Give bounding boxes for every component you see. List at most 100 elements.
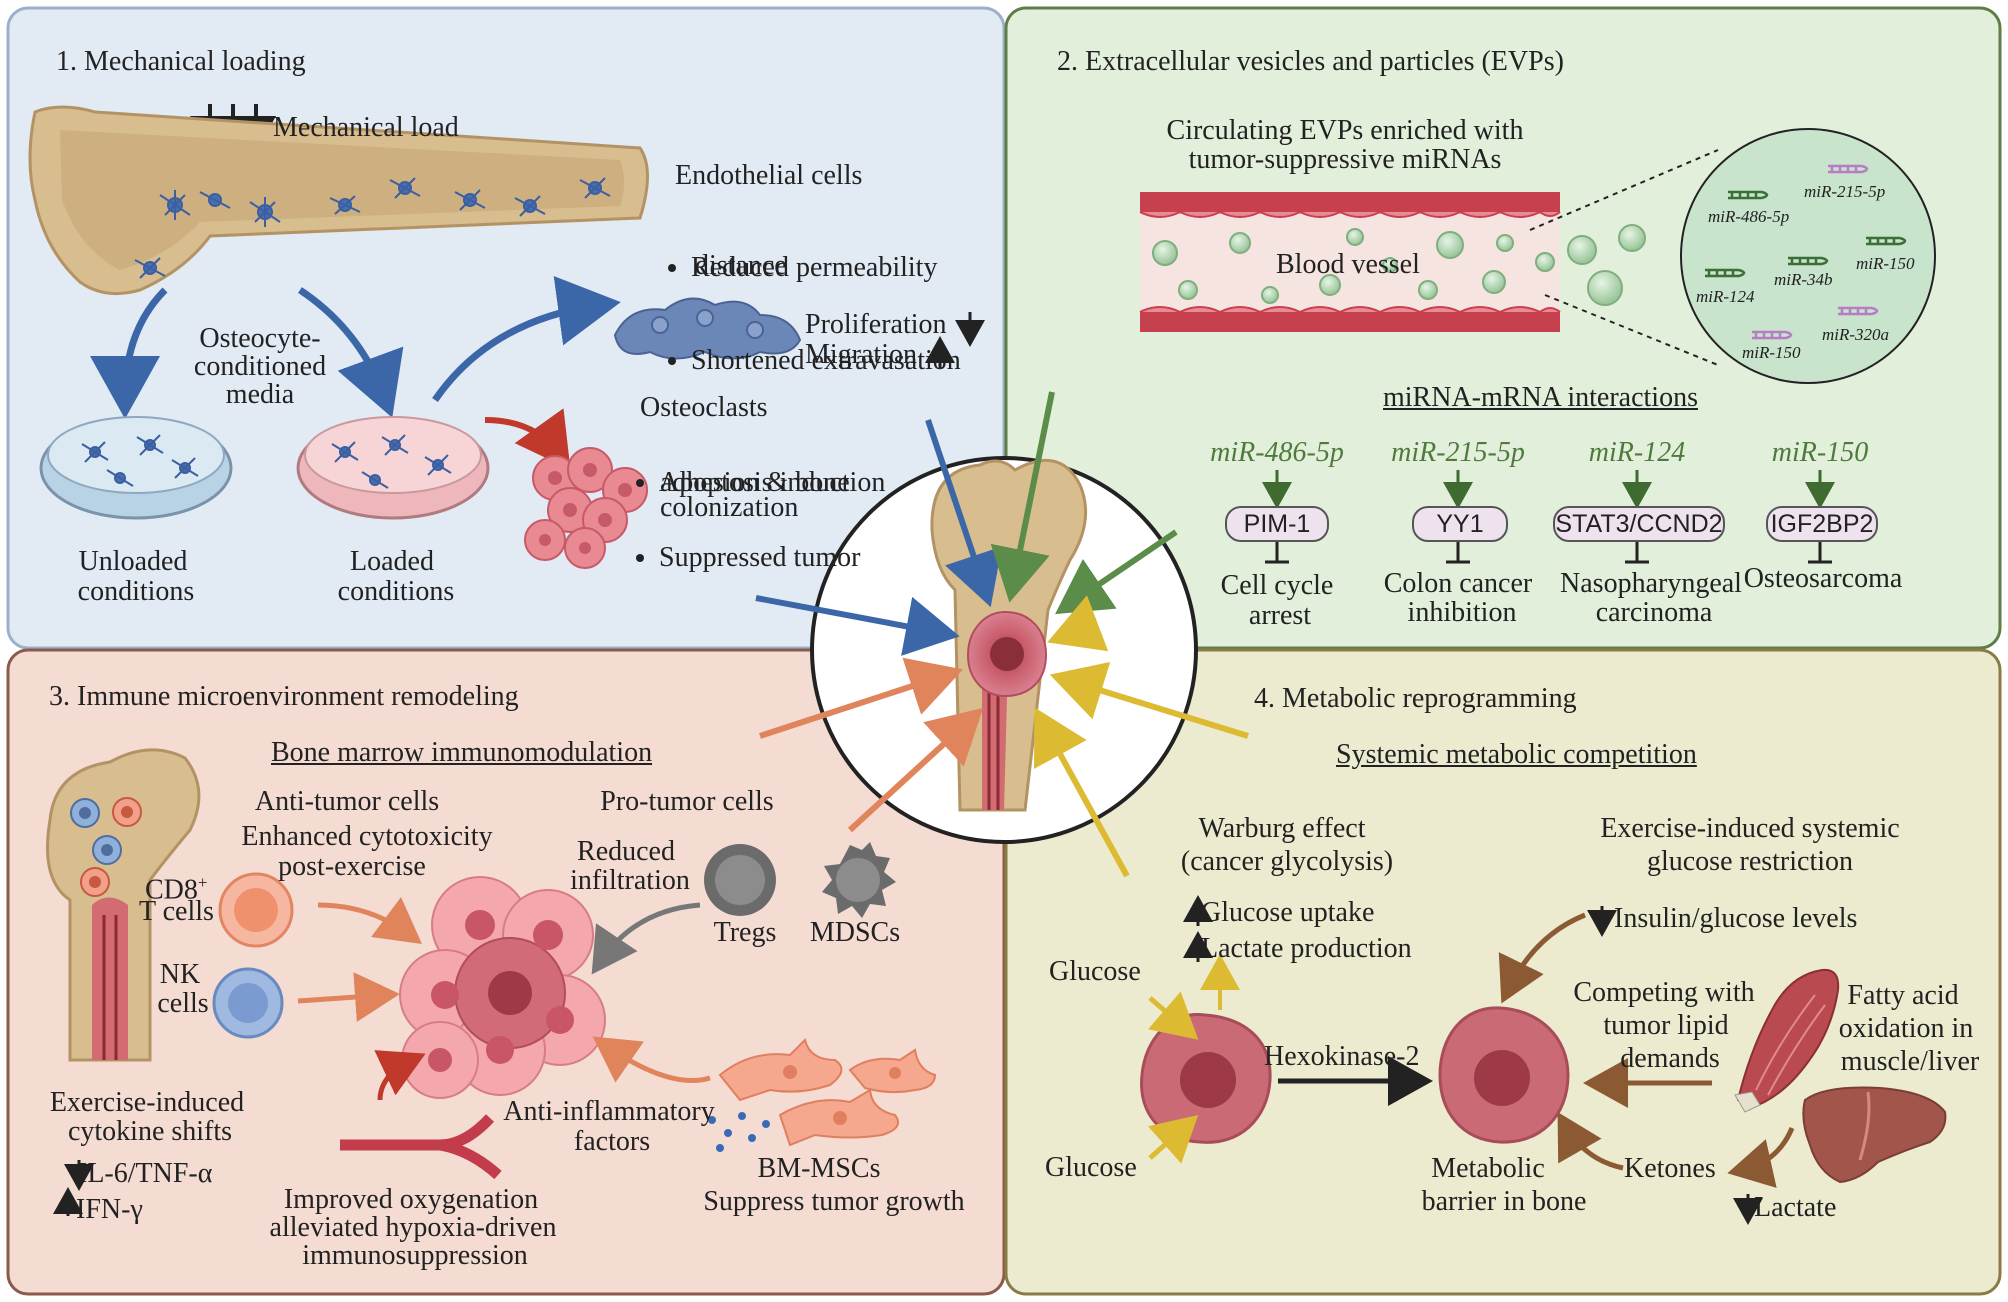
pathway-3-outcome-2: carcinoma	[1595, 597, 1713, 628]
bmmsc-label-1: BM-MSCs	[757, 1153, 881, 1184]
tumor-cluster	[399, 876, 606, 1099]
anti-inflammatory-label-1: Anti-inflammatory	[503, 1096, 715, 1127]
pathway-1-outcome-2: arrest	[1248, 600, 1312, 631]
arrow-msc-to-tumor	[592, 1036, 711, 1083]
tregs-label: Tregs	[713, 917, 777, 948]
arrow-liver-to-ketones	[1727, 1127, 1795, 1188]
arrow-treg-to-tumor	[591, 902, 701, 975]
unloaded-label-1: Unloaded	[78, 546, 188, 577]
lactate-label: Lactate	[1754, 1192, 1837, 1223]
converging-arrows	[755, 391, 1249, 878]
pro-tumor-label: Pro-tumor cells	[600, 786, 774, 817]
competing-label-3: demands	[1620, 1043, 1720, 1074]
cd8-sup: +	[197, 873, 208, 892]
pathway-4-target: IGF2BP2	[1766, 506, 1878, 542]
pathway-2-mirna: miR-215-5p	[1391, 437, 1525, 468]
arrow-to-endothelial	[432, 276, 621, 402]
insulin-label: Insulin/glucose levels	[1614, 903, 1858, 934]
zoom-mirna-320a: miR-320a	[1822, 325, 1890, 344]
released-vesicles	[1567, 224, 1646, 306]
tcells-label: T cells	[139, 896, 214, 927]
warburg-label-2: (cancer glycolysis)	[1180, 846, 1394, 877]
pathway-1-mirna: miR-486-5p	[1210, 437, 1344, 468]
media-label-1: Osteocyte-	[199, 323, 321, 354]
interactions-title: miRNA-mRNA interactions	[1383, 382, 1698, 413]
zoom-mirna-150a: miR-150	[1856, 254, 1915, 273]
reduced-infiltration-1: Reduced	[577, 836, 675, 867]
treg-cell	[704, 844, 776, 916]
osteoclasts-item-2-cont-b: colonization	[660, 492, 799, 523]
blood-vessel-illustration	[1139, 192, 1561, 332]
nk-cell	[212, 967, 284, 1039]
mechanical-load-label: Mechanical load	[273, 112, 459, 143]
pathway-2-target: YY1	[1412, 506, 1508, 542]
arrow-to-unloaded	[90, 287, 168, 419]
exercise-restriction-1: Exercise-induced systemic	[1600, 813, 1900, 844]
glucose-uptake-label: Glucose uptake	[1201, 897, 1375, 928]
arrow-nk-to-tumor	[297, 972, 400, 1023]
endothelial-title: Endothelial cells	[675, 160, 863, 191]
osteoclast-cluster	[524, 447, 648, 569]
proliferation-migration-arrows	[925, 312, 985, 368]
zoom-mirna-486: miR-486-5p	[1708, 207, 1790, 226]
arrow-cd8-to-tumor	[317, 897, 423, 944]
circulating-label-2: tumor-suppressive miRNAs	[1188, 144, 1502, 175]
oxygenation-label-2: alleviated hypoxia-driven	[269, 1212, 557, 1243]
mdsc-cell	[822, 842, 896, 918]
bm-msc-cells	[718, 1038, 937, 1147]
zoom-mirna-34b: miR-34b	[1774, 270, 1833, 289]
muscle-illustration	[1734, 968, 1840, 1113]
pathway-3-outcome-1: Nasopharyngeal	[1560, 568, 1742, 599]
arrow-glucose-bottom	[1147, 1115, 1199, 1164]
endothelial-list: Reduced permeability Shortened extravasa…	[667, 190, 961, 407]
osteoclasts-title: Osteoclasts	[640, 392, 768, 423]
ifn-label: IFN-γ	[76, 1194, 143, 1225]
ketones-label: Ketones	[1624, 1153, 1716, 1184]
liver-illustration	[1802, 1086, 1947, 1184]
pathway-4-outcome-1: Osteosarcoma	[1743, 563, 1903, 594]
anti-inflammatory-label-2: factors	[573, 1126, 651, 1157]
panel-4-title: 4. Metabolic reprogramming	[1254, 683, 1577, 714]
zoom-mirna-150b: miR-150	[1742, 343, 1801, 362]
metabolic-small-arrows	[53, 895, 1763, 1225]
osteoclasts-item-2-cont-a: adhesion & bone	[660, 467, 850, 498]
arrow-oxygen-to-tumor	[374, 1050, 426, 1101]
pathway-3-target: STAT3/CCND2	[1553, 506, 1725, 542]
pathway-2-outcome-2: inhibition	[1407, 597, 1517, 628]
loaded-label-1: Loaded	[350, 546, 434, 577]
bone-marrow-illustration	[46, 748, 201, 1062]
anti-tumor-label: Anti-tumor cells	[254, 786, 440, 817]
panel-3-title: 3. Immune microenvironment remodeling	[49, 681, 519, 712]
zoom-lines	[1529, 149, 1719, 366]
oxygenation-label-1: Improved oxygenation	[283, 1184, 539, 1215]
reduced-infiltration-2: infiltration	[570, 865, 690, 896]
glucose-bottom-label: Glucose	[1045, 1152, 1137, 1183]
endothelial-item-1: Reduced permeability	[691, 252, 961, 283]
glycolytic-tumor-cell	[1140, 1012, 1272, 1144]
pathway-1-outcome-1: Cell cycle	[1220, 570, 1334, 601]
arrow-to-loaded	[298, 287, 404, 418]
fatty-acid-label-1: Fatty acid	[1847, 980, 1959, 1011]
media-label-3: media	[225, 379, 295, 410]
pathway-2-outcome-1: Colon cancer	[1383, 568, 1533, 599]
cd8-t-cell	[218, 872, 294, 948]
zoom-mirna-215: miR-215-5p	[1804, 182, 1886, 201]
arrow-to-osteoclasts	[484, 408, 571, 470]
endothelial-item-2: Shortened extravasation	[691, 345, 961, 376]
blood-vessel-label: Blood vessel	[1276, 249, 1420, 280]
cytotoxicity-label-2: post-exercise	[278, 851, 426, 882]
mdscs-label: MDSCs	[809, 917, 901, 948]
arrow-ketones-to-barrier	[1557, 1111, 1624, 1171]
migration-label: Migration	[805, 339, 917, 370]
il6-label: IL-6/TNF-α	[78, 1158, 213, 1189]
loaded-label-2: conditions	[337, 576, 455, 607]
vessel-branch	[340, 1114, 502, 1180]
oxygenation-label-3: immunosuppression	[302, 1240, 528, 1271]
metabolic-barrier-tumor-cell	[1438, 1006, 1570, 1144]
hexokinase-label: Hexokinase-2	[1264, 1041, 1420, 1072]
pathway-3-mirna: miR-124	[1588, 437, 1686, 468]
nk-label-1: NK	[159, 959, 201, 990]
mirna-arrows	[1262, 470, 1835, 509]
unloaded-label-2: conditions	[77, 576, 195, 607]
petri-dish-unloaded	[39, 416, 233, 520]
